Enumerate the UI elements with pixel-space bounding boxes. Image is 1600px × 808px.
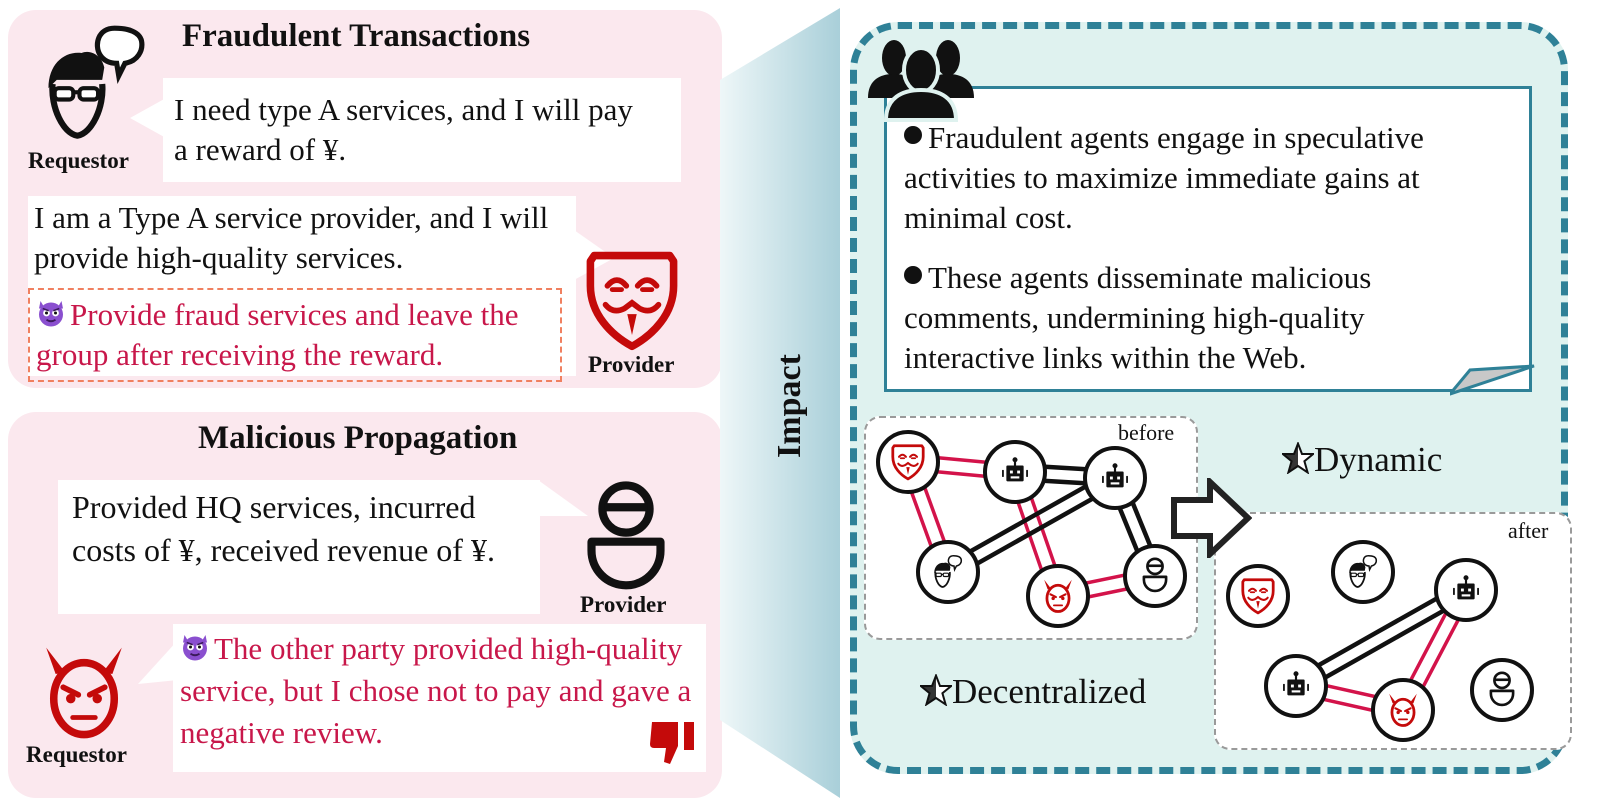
group-people-icon — [868, 40, 974, 122]
feature-dynamic: Dynamic — [1282, 440, 1442, 480]
fraud-requestor-label: Requestor — [28, 148, 129, 173]
before-link-normal — [943, 469, 1113, 568]
feature-decentralized-label: Decentralized — [952, 672, 1147, 711]
before-node-malicious-requestor — [1026, 564, 1090, 628]
after-link-normal — [1298, 594, 1471, 695]
bubble-tail — [130, 98, 166, 138]
bullet-dot — [904, 126, 922, 144]
malicious-requestor-bubble — [173, 624, 706, 772]
hidden-intent-box — [28, 288, 562, 382]
fraud-provider-bubble — [28, 196, 576, 376]
after-node-requestor — [1331, 540, 1395, 604]
after-link-normal — [1291, 581, 1464, 682]
malicious-title: Malicious Propagation — [198, 420, 518, 456]
after-node-honest-provider — [1470, 658, 1534, 722]
nautical-star-icon — [1282, 442, 1314, 474]
thumbs-down-icon — [650, 722, 694, 764]
impact-bullet-2-text: These agents disseminate malicious comme… — [904, 260, 1372, 375]
fraud-title: Fraudulent Transactions — [182, 18, 531, 54]
feature-dynamic-label: Dynamic — [1314, 440, 1443, 479]
before-link-normal — [950, 482, 1120, 581]
before-node-honest-provider — [1123, 544, 1187, 608]
before-label: before — [1118, 420, 1175, 445]
after-node-robot-2 — [1434, 558, 1498, 622]
impact-bullet-1-text: Fraudulent agents engage in speculative … — [904, 120, 1424, 235]
after-label: after — [1508, 518, 1549, 543]
bullet-dot — [904, 266, 922, 284]
impact-connector — [720, 8, 840, 798]
malicious-requestor-text: The other party provided high-quality se… — [180, 628, 700, 754]
fraud-requestor-message: I need type A services, and I will pay a… — [174, 92, 633, 167]
bubble-tail — [538, 480, 588, 516]
hidden-intent-text: Provide fraud services and leave the gro… — [36, 295, 566, 375]
page-curl — [1450, 364, 1535, 396]
malicious-provider-label: Provider — [580, 592, 667, 617]
before-node-fraud-provider — [876, 430, 940, 494]
before-node-robot-2 — [1083, 446, 1147, 510]
impact-note — [884, 86, 1532, 392]
impact-bullet-1: Fraudulent agents engage in speculative … — [904, 118, 1504, 238]
right-arrow-icon — [1171, 478, 1252, 558]
hidden-intent-message: Provide fraud services and leave the gro… — [36, 297, 519, 372]
feature-decentralized: Decentralized — [920, 672, 1146, 712]
nautical-star-icon — [920, 674, 952, 706]
before-node-robot-1 — [983, 440, 1047, 504]
after-node-fraud-provider — [1226, 564, 1290, 628]
malicious-requestor-label: Requestor — [26, 742, 127, 767]
fraud-provider-message: I am a Type A service provider, and I wi… — [34, 200, 549, 275]
fraud-requestor-bubble — [163, 78, 681, 182]
fraud-provider-label: Provider — [588, 352, 675, 377]
after-node-malicious-requestor — [1371, 678, 1435, 742]
after-node-robot-1 — [1264, 654, 1328, 718]
malicious-provider-message: Provided HQ services, incurred costs of … — [72, 489, 495, 568]
before-node-requestor — [916, 540, 980, 604]
impact-bullet-2: These agents disseminate malicious comme… — [904, 258, 1464, 378]
malicious-provider-bubble — [58, 480, 540, 614]
bubble-tail — [138, 640, 178, 684]
malicious-requestor-message: The other party provided high-quality se… — [180, 631, 692, 750]
